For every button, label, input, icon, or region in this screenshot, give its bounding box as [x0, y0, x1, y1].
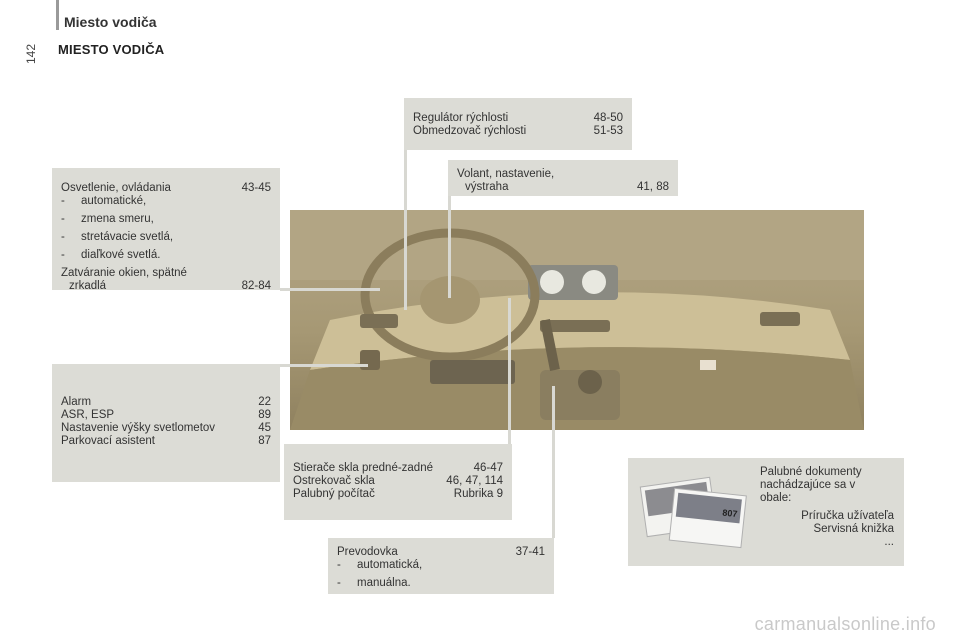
- gauge-left: [540, 270, 564, 294]
- docs-item3: ...: [884, 536, 894, 548]
- connector-lighting: [280, 288, 380, 291]
- docs-line1: Palubné dokumenty: [760, 466, 862, 478]
- page-title: MIESTO VODIČA: [58, 42, 165, 57]
- cruise-row-1: Regulátor rýchlosti 48-50: [413, 112, 623, 125]
- center-vent: [540, 320, 610, 332]
- steering-line1: Volant, nastavenie,: [457, 168, 555, 180]
- steering-pages: 41, 88: [637, 181, 669, 193]
- gearbox-item-2: -manuálna.: [337, 577, 411, 589]
- cruise-row-2: Obmedzovač rýchlosti 51-53: [413, 125, 623, 138]
- steering-wheel-hub: [420, 276, 480, 324]
- page-number: 142: [24, 43, 38, 64]
- callout-documents: 807 Palubné dokumenty nachádzajúce sa v …: [628, 458, 904, 566]
- lighting-title: Osvetlenie, ovládania: [61, 182, 171, 194]
- cruise-label-1: Regulátor rýchlosti: [413, 112, 509, 124]
- lighting-pages: 43-45: [241, 182, 271, 194]
- gear-lever: [540, 319, 560, 371]
- callout-steering: Volant, nastavenie, výstraha 41, 88: [448, 160, 678, 196]
- console-knob: [578, 370, 602, 394]
- callout-gearbox: Prevodovka 37-41 -automatická, -manuálna…: [328, 538, 554, 594]
- watermark: carmanualsonline.info: [754, 614, 936, 634]
- windows-pages: 82-84: [241, 280, 271, 292]
- booklet-label: 807: [722, 508, 738, 520]
- connector-cruise: [404, 124, 407, 310]
- docs-line3: obale:: [760, 492, 792, 504]
- gauge-right: [582, 270, 606, 294]
- glovebox-slot: [430, 360, 515, 384]
- lighting-item-4: -diaľkové svetlá.: [61, 249, 161, 261]
- dashboard-illustration: [290, 210, 864, 430]
- steering-row: výstraha 41, 88: [457, 181, 669, 194]
- windows-line2: zrkadlá: [69, 280, 107, 292]
- connector-steering: [448, 196, 451, 298]
- section-title: Miesto vodiča: [64, 14, 157, 30]
- gearbox-title: Prevodovka: [337, 546, 398, 558]
- windows-row: zrkadlá 82-84: [61, 280, 271, 293]
- dashboard-photo: [290, 210, 864, 430]
- header-bar: [56, 0, 59, 30]
- lighting-item-1: -automatické,: [61, 195, 147, 207]
- cruise-label-2: Obmedzovač rýchlosti: [413, 125, 527, 137]
- steering-line2: výstraha: [465, 181, 509, 193]
- callout-lighting: Osvetlenie, ovládania 43-45 -automatické…: [52, 168, 280, 293]
- windows-line1: Zatváranie okien, spätné: [61, 267, 187, 279]
- connector-wipers-v: [508, 298, 511, 444]
- left-vent: [360, 314, 398, 328]
- cruise-pages-2: 51-53: [593, 125, 623, 137]
- booklets-image: 807: [639, 476, 747, 549]
- connector-gearbox: [552, 386, 555, 538]
- lighting-title-row: Osvetlenie, ovládania 43-45: [61, 182, 271, 195]
- docs-item2: Servisná knižka: [813, 523, 894, 535]
- sticker: [700, 360, 716, 370]
- gearbox-title-row: Prevodovka 37-41: [337, 546, 545, 559]
- cruise-pages-1: 48-50: [593, 112, 623, 124]
- gearbox-item-1: -automatická,: [337, 559, 423, 571]
- docs-line2: nachádzajúce sa v: [760, 479, 856, 491]
- connector-alarm-h: [280, 364, 368, 367]
- lighting-item-3: -stretávacie svetlá,: [61, 231, 174, 243]
- lighting-item-2: -zmena smeru,: [61, 213, 154, 225]
- docs-item1: Príručka užívateľa: [801, 510, 894, 522]
- right-vent: [760, 312, 800, 326]
- callout-cruise-control: Regulátor rýchlosti 48-50 Obmedzovač rýc…: [404, 98, 632, 150]
- switch-panel: [360, 350, 380, 370]
- gearbox-pages: 37-41: [515, 546, 545, 558]
